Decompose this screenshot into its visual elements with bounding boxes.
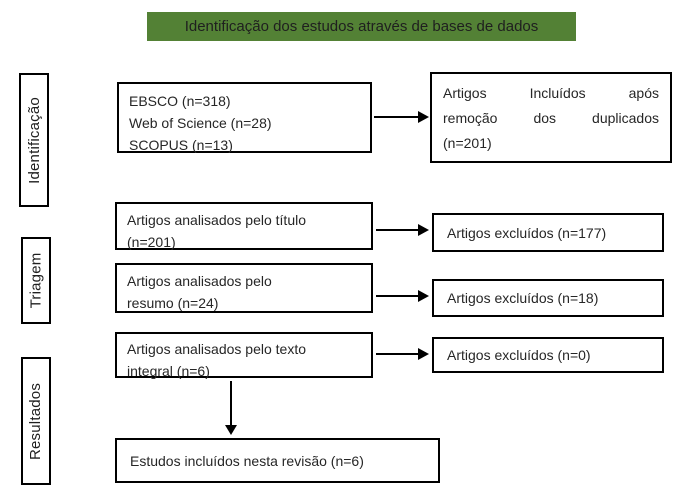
stage-label-identificacao: Identificação (25, 96, 43, 184)
stage-box-triagem: Triagem (21, 237, 51, 324)
stage-box-identificacao: Identificação (19, 73, 49, 207)
box-excluded-fulltext: Artigos excluídos (n=0) (432, 337, 664, 373)
box-included-after-dedup: Artigos Incluídos após remoção dos dupli… (430, 72, 672, 163)
screened-abstract-line-1: Artigos analisados pelo (127, 273, 272, 289)
stage-label-resultados: Resultados (27, 382, 45, 460)
excluded-abstract-label: Artigos excluídos (n=18) (447, 290, 599, 306)
arrow-abstract-to-excluded (376, 290, 429, 302)
excluded-title-label: Artigos excluídos (n=177) (447, 224, 607, 241)
box-databases: EBSCO (n=318) Web of Science (n=28) SCOP… (117, 82, 372, 153)
database-line-scopus: SCOPUS (n=13) (129, 137, 233, 153)
box-excluded-title: Artigos excluídos (n=177) (432, 213, 664, 252)
box-screened-abstract: Artigos analisados pelo resumo (n=24) (115, 263, 373, 313)
database-line-ebsco: EBSCO (n=318) (129, 93, 231, 109)
included-final-label: Estudos incluídos nesta revisão (n=6) (130, 452, 364, 469)
banner-identification-title: Identificação dos estudos através de bas… (147, 12, 576, 41)
screened-title-line-2: (n=201) (127, 234, 176, 250)
arrow-databases-to-dedup (374, 111, 429, 123)
arrow-title-to-excluded (376, 224, 429, 236)
screened-abstract-line-2: resumo (n=24) (127, 295, 219, 311)
excluded-fulltext-label: Artigos excluídos (n=0) (447, 347, 591, 363)
stage-box-resultados: Resultados (21, 357, 51, 485)
box-excluded-abstract: Artigos excluídos (n=18) (432, 279, 664, 317)
stage-label-triagem: Triagem (27, 252, 45, 309)
box-included-final: Estudos incluídos nesta revisão (n=6) (115, 438, 440, 483)
box-screened-fulltext: Artigos analisados pelo texto integral (… (115, 332, 373, 379)
screened-title-line-1: Artigos analisados pelo título (127, 212, 306, 228)
dedup-line-3: (n=201) (443, 135, 492, 151)
screened-fulltext-line-1: Artigos analisados pelo texto (127, 341, 306, 357)
screened-fulltext-line-2: integral (n=6) (127, 363, 210, 379)
dedup-line-2: remoção dos duplicados (443, 110, 659, 126)
arrow-fulltext-to-included (225, 381, 237, 435)
database-line-wos: Web of Science (n=28) (129, 115, 272, 131)
box-screened-title: Artigos analisados pelo título (n=201) (115, 202, 373, 250)
arrow-fulltext-to-excluded (376, 348, 429, 360)
banner-label: Identificação dos estudos através de bas… (184, 18, 539, 35)
dedup-line-1: Artigos Incluídos após (443, 85, 659, 101)
